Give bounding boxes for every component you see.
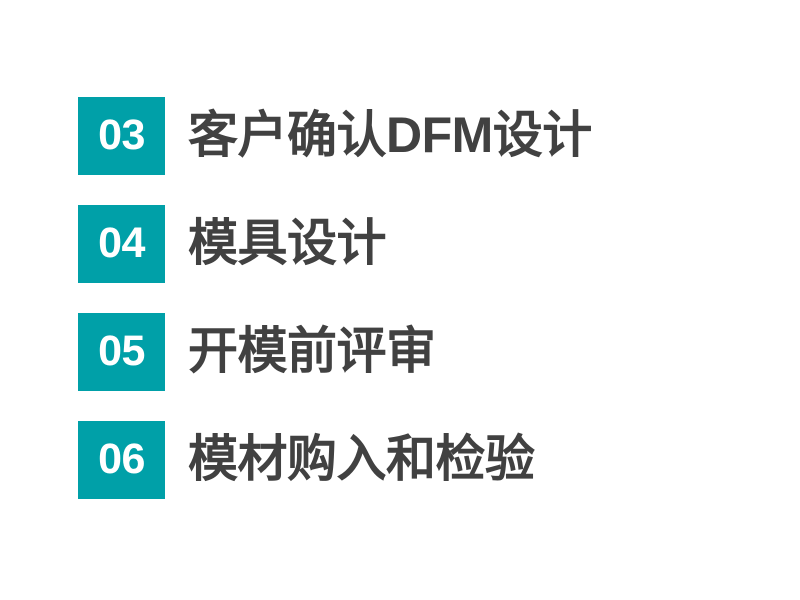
step-label-text: 客户确认DFM设计: [188, 107, 592, 163]
step-number-text: 04: [98, 218, 145, 267]
step-number-badge: 03: [78, 97, 165, 175]
step-item-04[interactable]: 04 模具设计: [78, 205, 387, 283]
step-number-badge: 05: [78, 313, 165, 391]
step-item-05[interactable]: 05 开模前评审: [78, 313, 436, 391]
step-label-text: 模材购入和检验: [188, 431, 535, 487]
step-number-badge: 06: [78, 421, 165, 499]
step-number-text: 03: [98, 110, 145, 159]
step-number-badge: 04: [78, 205, 165, 283]
step-label-text: 开模前评审: [188, 323, 436, 379]
step-item-03[interactable]: 03 客户确认DFM设计: [78, 97, 592, 175]
step-label-text: 模具设计: [188, 215, 387, 271]
step-item-06[interactable]: 06 模材购入和检验: [78, 421, 535, 499]
step-number-text: 05: [98, 326, 145, 375]
step-number-text: 06: [98, 434, 145, 483]
